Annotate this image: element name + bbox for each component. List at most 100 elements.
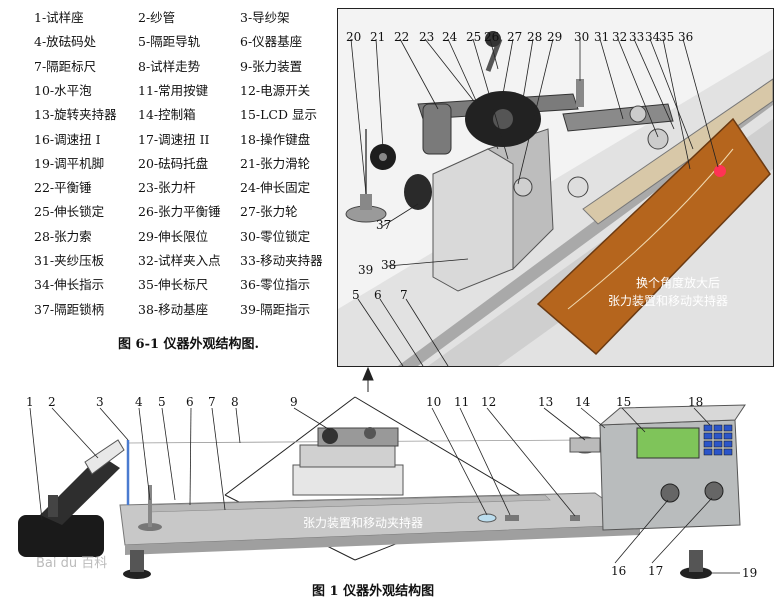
legend-item: 6-仪器基座: [240, 34, 303, 50]
inset-callout-number: 31: [594, 30, 610, 44]
elongation-scale-plate: [536, 117, 771, 356]
main-callout-number: 2: [48, 395, 56, 409]
legend-item: 10-水平泡: [34, 82, 92, 98]
inset-callout-number: 32: [612, 30, 628, 44]
inset-callout-number: 23: [419, 30, 435, 44]
level-bubble: [477, 513, 497, 523]
legend-item: 13-旋转夹持器: [34, 107, 117, 123]
inset-callout-number: 25: [466, 30, 482, 44]
inset-callout-number: 24: [442, 30, 458, 44]
inset-callout-number: 37: [376, 218, 392, 232]
main-callout-number: 7: [208, 395, 216, 409]
base-label: 张力装置和移动夹持器: [303, 516, 424, 530]
inset-callout-number: 29: [547, 30, 563, 44]
legend-item: 32-试样夹入点: [138, 253, 221, 268]
inset-callout-number: 28: [527, 30, 543, 44]
main-caption: 图 1 仪器外观结构图: [312, 584, 435, 599]
main-callout-number: 14: [575, 395, 591, 409]
lcd-display: [636, 427, 700, 459]
legend-item: 33-移动夹持器: [240, 253, 323, 268]
main-callout-number: 17: [648, 564, 664, 578]
main-callout-number: 8: [231, 395, 239, 409]
legend-item: 8-试样走势: [138, 58, 201, 74]
legend-item: 23-张力杆: [138, 180, 196, 196]
inset-callout-number: 22: [394, 30, 410, 44]
main-callout-number: 18: [688, 395, 704, 409]
legend-item: 18-操作键盘: [240, 131, 311, 147]
inset-zoom-label-1: 换个角度放大后: [636, 276, 721, 290]
legend-item: 31-夹纱压板: [34, 253, 105, 268]
main-callout-number: 3: [96, 395, 104, 409]
inset-callout-number: 35: [659, 30, 675, 44]
inset-callout-number: 27: [507, 30, 523, 44]
legend-item: 14-控制箱: [138, 107, 196, 123]
main-callout-number: 16: [611, 564, 627, 578]
legend-item: 36-零位指示: [240, 277, 311, 293]
legend-item: 7-隔距标尺: [34, 58, 97, 74]
tension-device-base: [292, 464, 404, 496]
main-callout-number: 10: [426, 395, 442, 409]
gauge-lock-handle: [404, 174, 432, 210]
inset-illustration: [338, 31, 773, 366]
main-callout-number: 1: [26, 395, 34, 409]
weight-holder: [148, 485, 152, 527]
watermark: Bai du 百科: [36, 556, 108, 571]
legend-item: 1-试样座: [34, 10, 84, 25]
legend-item: 30-零位锁定: [240, 228, 311, 244]
inset-callout-number: 26: [484, 30, 500, 44]
speed-knob-1: [660, 483, 680, 503]
inset-callout-number: 7: [400, 288, 408, 302]
speed-knob-2: [704, 481, 724, 501]
legend-item: 27-张力轮: [240, 204, 298, 220]
inset-callout-number: 5: [352, 288, 360, 302]
inset-callout-number: 33: [629, 30, 645, 44]
legend-item: 11-常用按键: [138, 82, 209, 98]
legend-item: 20-砝码托盘: [138, 155, 209, 171]
legend-item: 19-调平机脚: [34, 155, 105, 171]
legend-item: 22-平衡锤: [34, 180, 92, 196]
keypad: [703, 424, 733, 456]
legend-item: 25-伸长锁定: [34, 204, 105, 220]
main-callout-number: 4: [135, 395, 143, 409]
main-callout-number: 9: [290, 395, 298, 409]
main-callout-number: 15: [616, 395, 632, 409]
legend-item: 38-移动基座: [138, 301, 209, 317]
inset-callout-number: 34: [645, 30, 661, 44]
inset-caption: 图 6-1 仪器外观结构图.: [118, 337, 260, 352]
legend-item: 24-伸长固定: [240, 180, 311, 196]
sample-seat: [18, 515, 104, 557]
legend-item: 26-张力平衡锤: [138, 204, 221, 220]
leveling-foot-right: [680, 567, 712, 579]
main-callout-number: 12: [481, 395, 497, 409]
legend-item: 17-调速扭 II: [138, 131, 210, 147]
yarn-bobbin: [84, 439, 125, 475]
main-callout-number: 11: [454, 395, 470, 409]
inset-callout-number: 36: [678, 30, 694, 44]
inset-callout-number: 6: [374, 288, 382, 302]
legend-item: 34-伸长指示: [34, 277, 105, 293]
inset-callout-number: 39: [358, 263, 374, 277]
main-callout-number: 19: [742, 566, 758, 580]
legend-item: 12-电源开关: [240, 82, 311, 98]
legend-item: 15-LCD 显示: [240, 107, 317, 123]
inset-zoom-label-2: 张力装置和移动夹持器: [608, 294, 729, 308]
inset-callout-number: 21: [370, 30, 386, 44]
legend-item: 5-隔距导轨: [138, 34, 201, 50]
legend-item: 9-张力装置: [240, 58, 303, 74]
legend-item: 37-隔距锁柄: [34, 301, 105, 317]
legend-item: 35-伸长标尺: [138, 277, 209, 293]
main-callout-number: 5: [158, 395, 166, 409]
zero-indicator-light: [714, 165, 726, 177]
legend-item: 2-纱管: [138, 10, 176, 25]
main-callout-number: 6: [186, 395, 194, 409]
legend-item: 16-调速扭 I: [34, 131, 101, 147]
legend-item: 28-张力索: [34, 228, 92, 244]
legend-item: 29-伸长限位: [138, 228, 209, 244]
inset-callout-number: 30: [574, 30, 590, 44]
legend-item: 3-导纱架: [240, 10, 290, 25]
inset-callout-number: 38: [381, 258, 397, 272]
legend-item: 4-放砝码处: [34, 34, 97, 50]
legend-item: 39-隔距指示: [240, 301, 311, 317]
